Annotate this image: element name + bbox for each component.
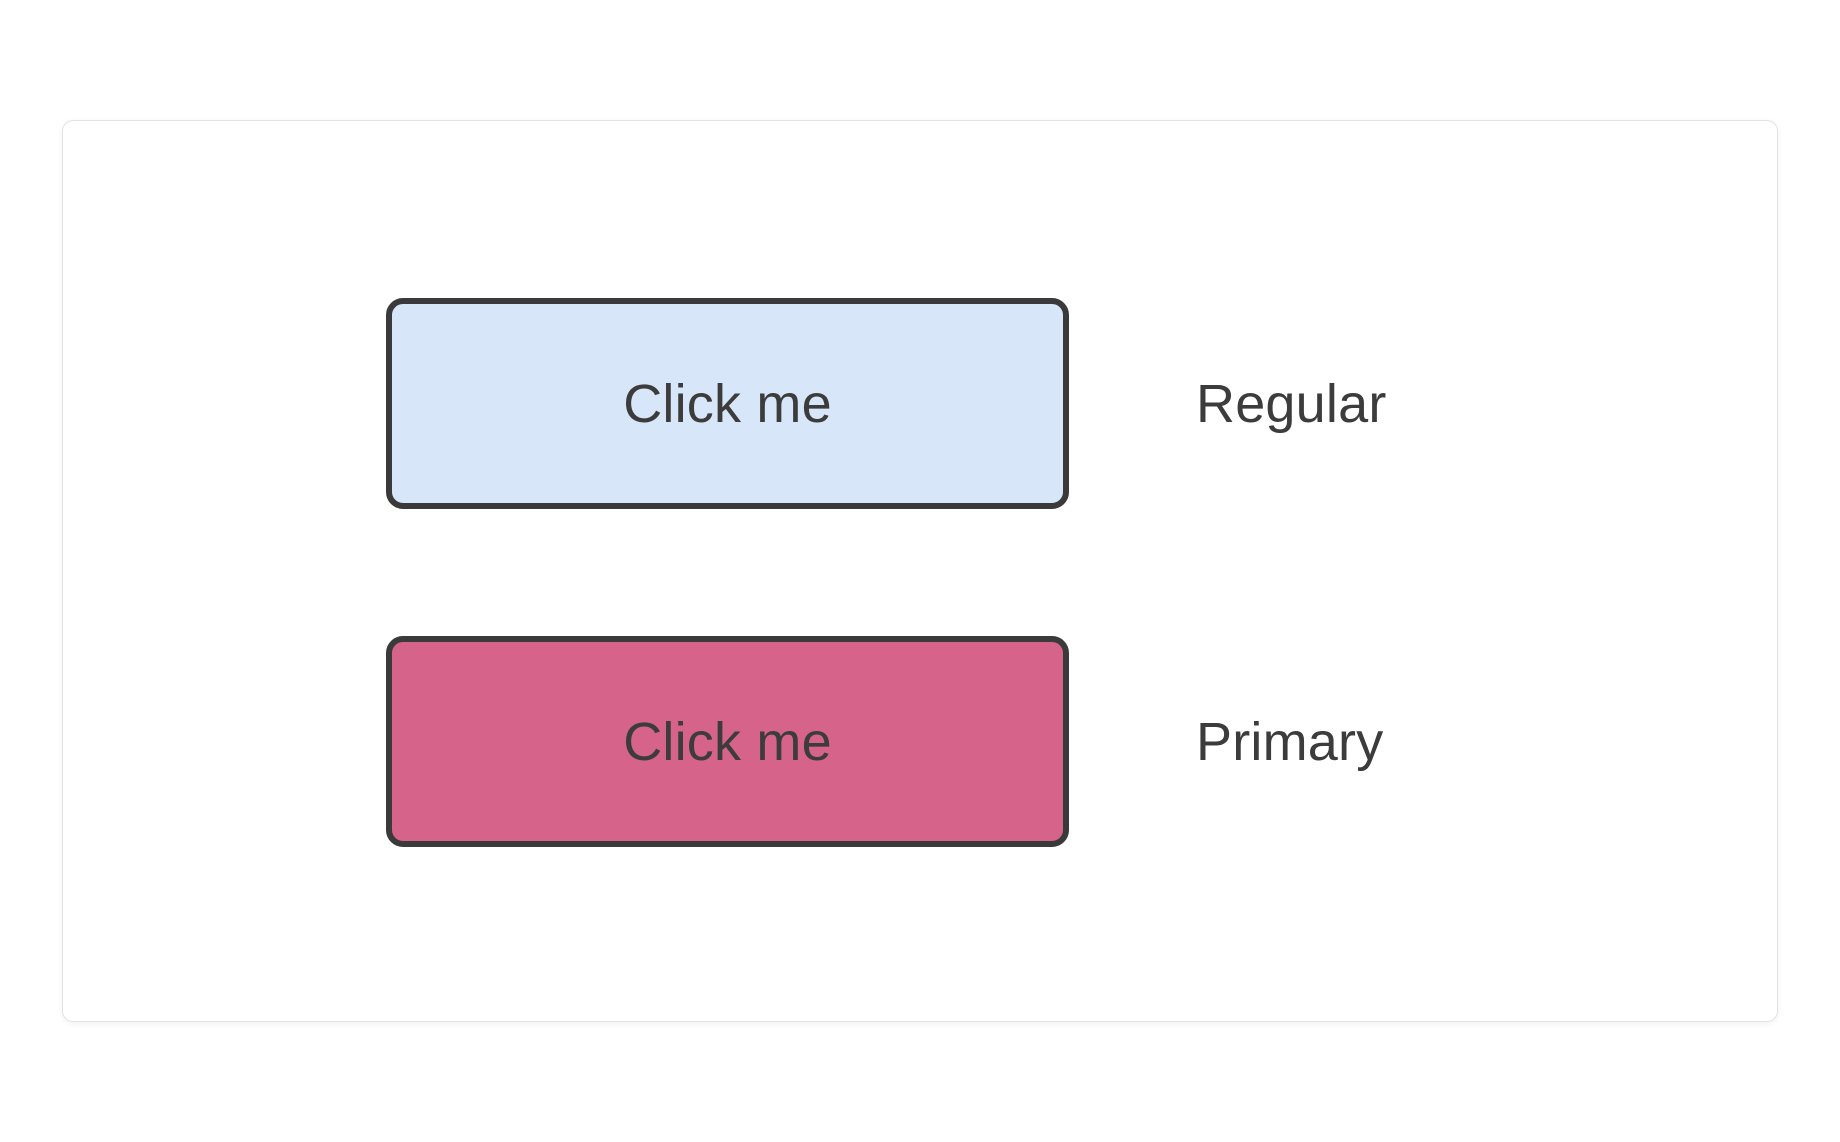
button-row-regular: Click me Regular [386,298,1686,509]
button-showcase-card: Click me Regular Click me Primary [62,120,1778,1022]
click-me-button-regular[interactable]: Click me [386,298,1069,509]
button-row-primary: Click me Primary [386,636,1686,847]
variant-label-regular: Regular [1196,373,1387,434]
variant-label-primary: Primary [1196,711,1384,772]
click-me-button-primary[interactable]: Click me [386,636,1069,847]
